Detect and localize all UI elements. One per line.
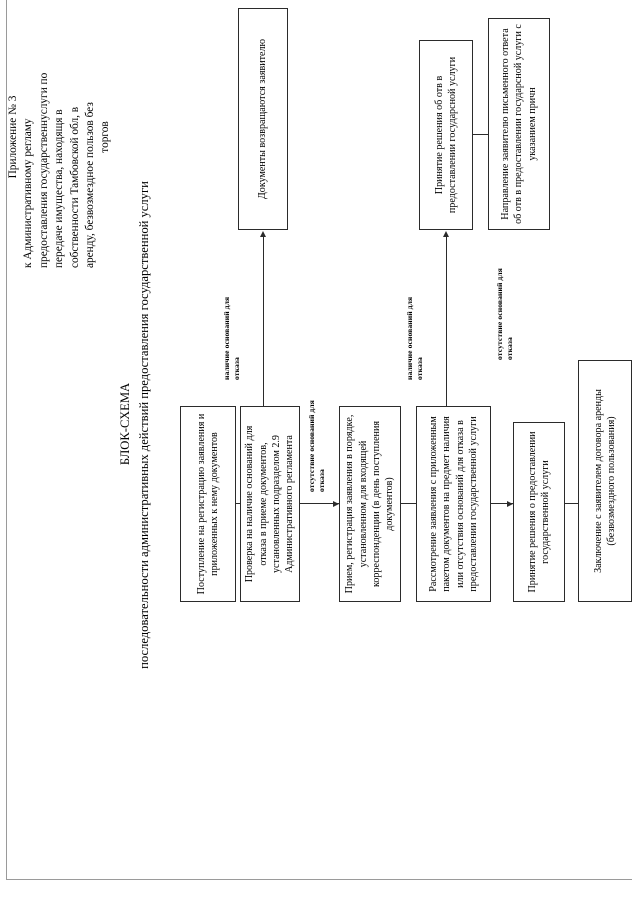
box-incoming-application: Поступление на регистрацию заявления и п… [180, 406, 236, 602]
box-documents-returned: Документы возвращаются заявителю [238, 8, 288, 230]
connector-refusal-branch-horizontal [263, 237, 264, 406]
box-send-written-answer-label: Направление заявителю письменного ответа… [499, 24, 538, 224]
arrow-to-decision-grant [506, 501, 513, 508]
appendix-header-line-1: Приложение № 3 [7, 95, 19, 179]
arrow-to-accept-register [332, 501, 339, 508]
box-review-application: Рассмотрение заявления с приложенным пак… [416, 406, 491, 602]
box-conclude-contract-label: Заключение с заявителем договора аренды … [592, 389, 617, 573]
box-decision-grant-label: Принятие решения о предоставлении госуда… [526, 431, 551, 593]
caption-grounds-present-2: наличие оснований для отказа [405, 296, 425, 380]
caption-grounds-present-1: наличие оснований для отказа [222, 296, 242, 380]
box-decision-refusal: Принятие решения об отв в предоставлении… [419, 40, 473, 230]
connector-refusal-to-answer [473, 134, 488, 135]
appendix-header-line-4: передаче имущества, находящя в [53, 109, 66, 268]
appendix-header-line-3: предоставления государственнуслуги по [37, 72, 50, 268]
appendix-header-line-5: собственности Тамбовской обл, в [68, 106, 81, 268]
appendix-header-line-2: к Административному регламу [22, 118, 35, 268]
arrow-to-documents-returned [259, 231, 266, 237]
box-decision-refusal-label: Принятие решения об отв в предоставлении… [433, 56, 458, 214]
box-decision-grant: Принятие решения о предоставлении госуда… [513, 422, 565, 602]
box-accept-register: Прием, регистрация заявления в порядке, … [339, 406, 401, 602]
appendix-header-line-7: торгов [99, 121, 112, 153]
connector-box4-to-box5 [401, 503, 416, 504]
box-send-written-answer: Направление заявителю письменного ответа… [488, 18, 550, 230]
connector-box1-to-box2 [236, 503, 240, 504]
connector-review-to-refusal-horizontal [446, 237, 447, 406]
caption-grounds-absent-1: отсутствие оснований для отказа [307, 400, 327, 492]
page-subtitle: последовательности административных дейс… [137, 181, 151, 669]
box-accept-register-label: Прием, регистрация заявления в порядке, … [344, 414, 396, 594]
arrow-to-decision-refusal [442, 231, 449, 237]
caption-grounds-absent-2: отсутствие оснований для отказа [495, 268, 515, 360]
appendix-header: Приложение № 3 к Административному регла… [6, 6, 114, 268]
box-review-application-label: Рассмотрение заявления с приложенным пак… [427, 416, 479, 592]
page-border [6, 0, 632, 880]
box-check-refusal-grounds: Проверка на наличие оснований для отказа… [240, 406, 300, 602]
box-incoming-application-label: Поступление на регистрацию заявления и п… [195, 413, 220, 595]
box-conclude-contract: Заключение с заявителем договора аренды … [578, 360, 632, 602]
rotated-content-stage: Приложение № 3 к Административному регла… [6, 6, 632, 669]
box-documents-returned-label: Документы возвращаются заявителю [257, 38, 269, 200]
box-check-refusal-grounds-label: Проверка на наличие оснований для отказа… [244, 425, 296, 583]
connector-grant-to-contract [565, 503, 578, 504]
appendix-header-line-6: аренду, безвозмездное пользов без [84, 102, 97, 268]
page-title: БЛОК-СХЕМА [118, 382, 132, 466]
